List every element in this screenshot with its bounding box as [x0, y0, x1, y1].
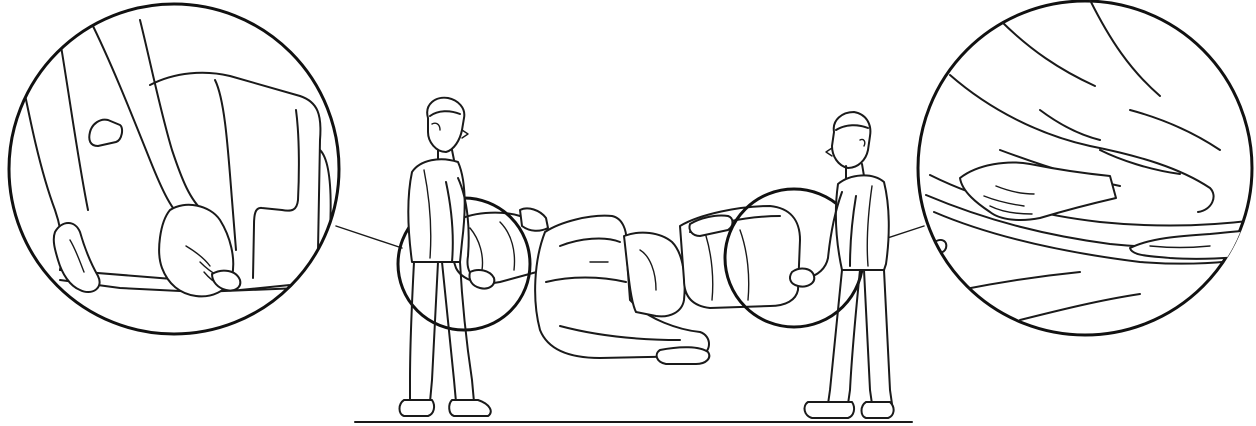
left-detail-callout: [9, 4, 340, 334]
left-leader-line: [336, 226, 402, 248]
right-detail-callout: [918, 0, 1256, 335]
chair-foot-tip: [657, 347, 710, 364]
right-carrier-person: [790, 112, 894, 418]
massage-chair: [451, 206, 800, 358]
right-detail-magnifier-icon: [918, 1, 1252, 335]
